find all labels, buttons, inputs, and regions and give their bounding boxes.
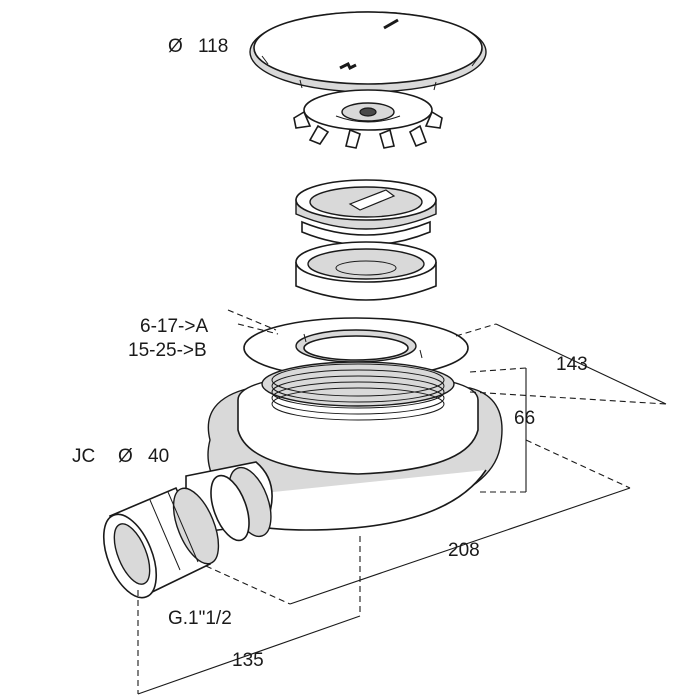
thread-rings bbox=[271, 363, 445, 421]
dimension-labels: Ø 118 6-17->A 15-25->B 143 66 JC Ø 40 20… bbox=[72, 36, 588, 671]
jc-label: JC bbox=[72, 446, 95, 467]
flange-ring bbox=[243, 317, 469, 379]
flange-label-b: 15-25->B bbox=[128, 340, 207, 361]
seal-ring bbox=[295, 241, 437, 301]
support-spider bbox=[293, 89, 443, 149]
drain-body bbox=[195, 361, 503, 531]
dimension-143: 143 bbox=[556, 354, 588, 375]
cover-diameter-symbol: Ø bbox=[168, 36, 183, 57]
dimension-66: 66 bbox=[514, 408, 535, 429]
dimension-208: 208 bbox=[448, 540, 480, 561]
compression-nut bbox=[102, 486, 220, 599]
dimension-135: 135 bbox=[232, 650, 264, 671]
thread-label: G.1"1/2 bbox=[168, 608, 232, 629]
dimension-lines bbox=[137, 309, 667, 695]
strainer-basket bbox=[295, 179, 437, 246]
jc-diameter-value: 40 bbox=[148, 446, 169, 467]
cover-plate bbox=[249, 11, 487, 93]
flange-label-a: 6-17->A bbox=[140, 316, 208, 337]
jc-diameter-symbol: Ø bbox=[118, 446, 133, 467]
cover-diameter-value: 118 bbox=[198, 36, 228, 57]
